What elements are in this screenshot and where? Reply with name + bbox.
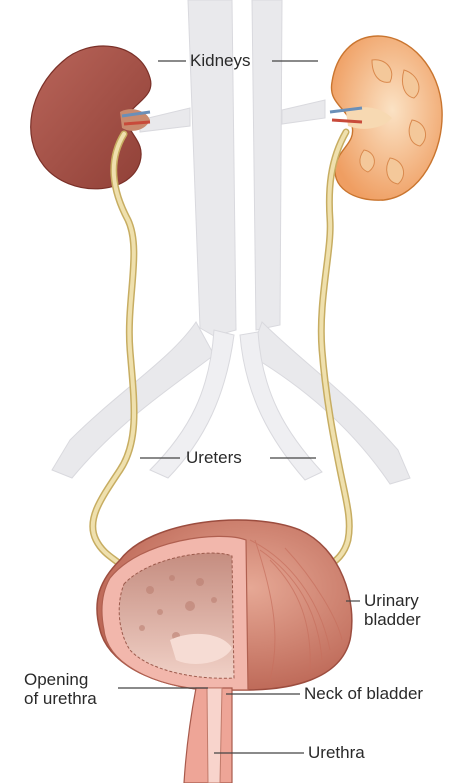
left-kidney [31,46,151,189]
urethra [184,688,232,783]
label-opening-line1: Opening [24,670,97,689]
urinary-bladder [97,520,352,690]
label-neck-of-bladder: Neck of bladder [304,684,423,703]
label-opening-of-urethra: Opening of urethra [24,670,97,708]
label-urinary-bladder: Urinary bladder [364,591,421,629]
label-kidneys: Kidneys [190,51,250,70]
label-urinary-bladder-line2: bladder [364,610,421,629]
label-urethra: Urethra [308,743,365,762]
label-opening-line2: of urethra [24,689,97,708]
label-urinary-bladder-line1: Urinary [364,591,421,610]
right-kidney [330,36,442,200]
label-ureters: Ureters [186,448,242,467]
